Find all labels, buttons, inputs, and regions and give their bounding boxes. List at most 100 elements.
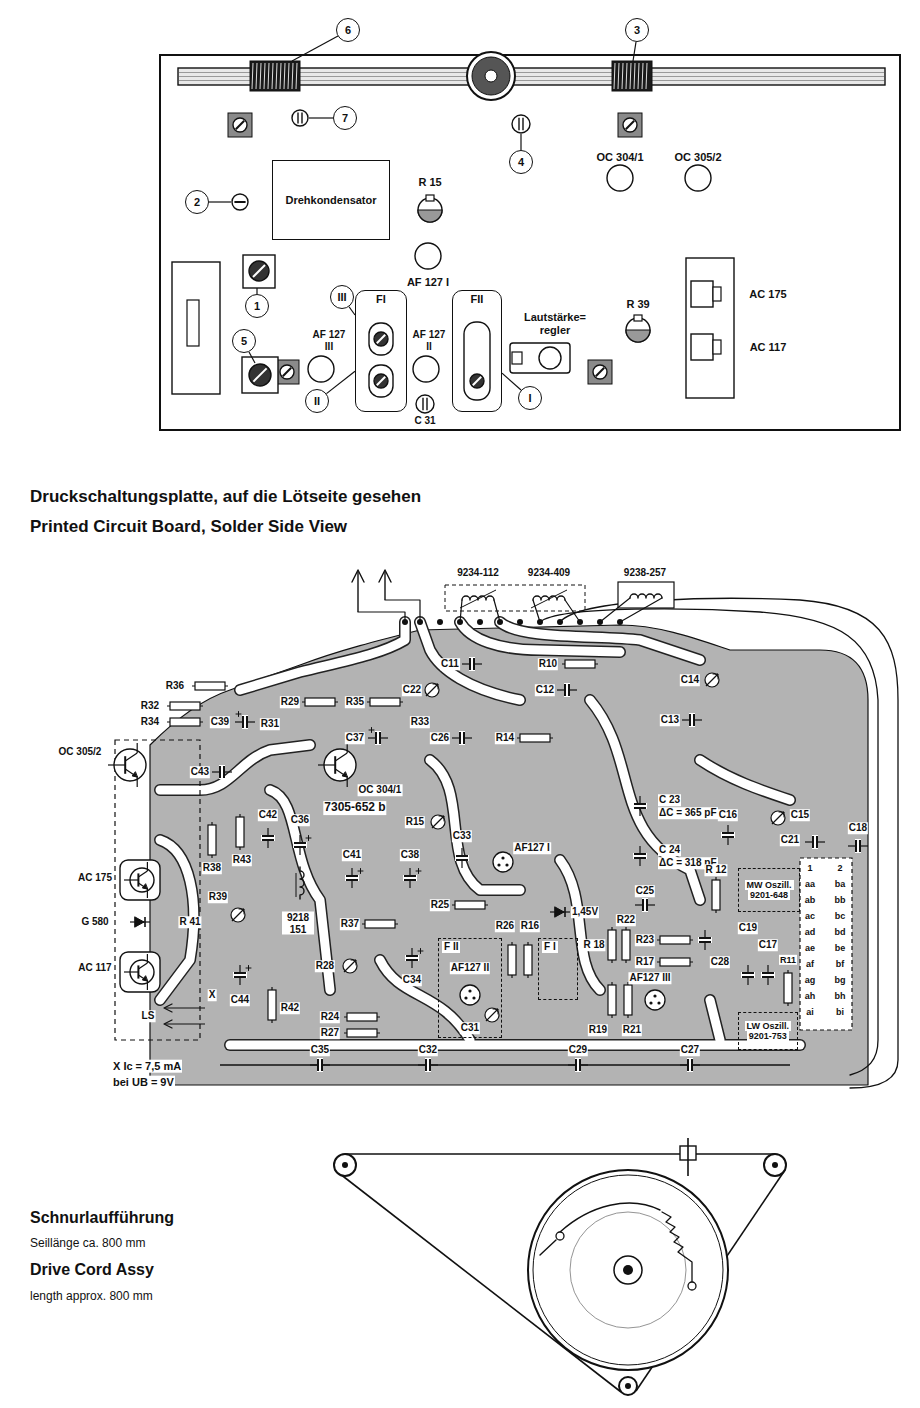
screw-slot — [297, 112, 298, 123]
component — [344, 1029, 380, 1037]
inductor-symbol — [300, 867, 304, 899]
resistor-symbol — [305, 698, 335, 706]
resistor-symbol — [455, 901, 485, 909]
part-label: C26 — [430, 732, 450, 744]
node-text: 6 — [345, 24, 351, 37]
pin-name: aa — [804, 879, 816, 889]
capacitor-plate — [812, 836, 814, 848]
component — [557, 683, 577, 697]
output-stage-outline — [115, 740, 200, 1040]
filter-can: FI — [355, 290, 407, 412]
component — [235, 712, 255, 730]
part-label: C36 — [290, 814, 310, 826]
transistor-pin — [501, 856, 504, 859]
pulley-axle — [772, 1162, 778, 1168]
part-label: R26 — [495, 920, 515, 932]
screw-head — [593, 365, 607, 379]
part-label: R36 — [165, 680, 185, 692]
coil-slug — [369, 323, 393, 355]
transistor-pin — [649, 1001, 652, 1004]
part-label: OC 304/1 — [596, 151, 643, 164]
lead — [635, 904, 643, 905]
transistor-lead — [147, 981, 148, 990]
coil-winding — [614, 63, 615, 89]
part-label: 9218 151 — [282, 912, 314, 935]
part-label: C41 — [342, 849, 362, 861]
leader-line — [326, 371, 355, 393]
resistor-symbol — [268, 990, 276, 1020]
node-text: I — [528, 392, 531, 405]
screw-slot — [422, 398, 423, 411]
component — [268, 987, 276, 1023]
lead — [430, 1064, 438, 1065]
part-label: 1,45V — [571, 906, 599, 918]
part-label: C43 — [190, 766, 210, 778]
trace-edge — [710, 1000, 720, 1040]
pcb-trace — [560, 860, 600, 990]
capacitor-plate — [404, 875, 416, 877]
capacitor-plate — [634, 857, 646, 859]
component — [705, 673, 719, 687]
pulley-axle — [342, 1162, 348, 1168]
trimmer-arrow — [426, 684, 438, 696]
component — [493, 852, 513, 872]
polarity-mark — [306, 836, 311, 841]
lead — [239, 977, 240, 985]
section-heading: Printed Circuit Board, Solder Side View — [30, 517, 347, 537]
part-label: AC 175 — [749, 288, 786, 301]
callout-number: II — [305, 389, 329, 413]
capacitor-plate — [742, 976, 754, 978]
part-label: C33 — [452, 830, 472, 842]
part-label: OC 305/2 — [58, 746, 103, 758]
module-outline: F I — [538, 938, 578, 1000]
coil-winding — [618, 63, 619, 89]
screw-head — [233, 118, 247, 132]
output-bracket — [686, 258, 734, 398]
arrow-head — [493, 1009, 498, 1014]
coil-winding — [646, 63, 647, 89]
part-label: C12 — [535, 684, 555, 696]
capacitor-plate — [859, 840, 861, 852]
transistor-outline — [607, 165, 633, 191]
component — [485, 1008, 499, 1022]
resistor-symbol — [236, 817, 244, 847]
antenna-lead — [384, 572, 385, 600]
component-box: Drehkondensator — [272, 160, 390, 240]
lead — [568, 1064, 576, 1065]
part-label: R27 — [320, 1027, 340, 1039]
drive-cord — [560, 1203, 660, 1232]
component — [212, 765, 232, 779]
trimmer-block — [242, 357, 278, 393]
solder-pad — [617, 619, 623, 625]
component — [344, 1013, 380, 1021]
polarity-mark — [246, 966, 251, 971]
transistor-tab — [713, 287, 721, 301]
component — [130, 917, 150, 927]
capacitor-plate — [346, 879, 358, 881]
resistor-symbol — [608, 985, 616, 1015]
part-label: OC 305/2 — [674, 151, 721, 164]
node-text: 9201-753 — [747, 1031, 789, 1041]
transistor-case — [691, 281, 713, 307]
part-label: R39 — [208, 891, 228, 903]
coil-winding — [260, 63, 261, 89]
emitter-arrow — [342, 772, 347, 777]
capacitor-plate — [564, 684, 566, 696]
capacitor-plate — [816, 836, 818, 848]
callout-number: 3 — [625, 18, 649, 42]
resistor-symbol — [365, 920, 395, 928]
part-label: R28 — [315, 960, 335, 972]
capacitor-plate — [234, 976, 246, 978]
lead — [474, 663, 482, 664]
capacitor-plate — [321, 1059, 323, 1071]
part-label: R25 — [430, 899, 450, 911]
drive-cord — [540, 1240, 556, 1255]
coil-winding — [264, 63, 265, 89]
node-text: 1 — [254, 300, 260, 313]
volume-shaft — [539, 347, 561, 369]
trace-edge — [700, 760, 790, 800]
solder-pad — [577, 619, 583, 625]
component — [562, 660, 598, 668]
resistor-symbol — [624, 985, 632, 1015]
